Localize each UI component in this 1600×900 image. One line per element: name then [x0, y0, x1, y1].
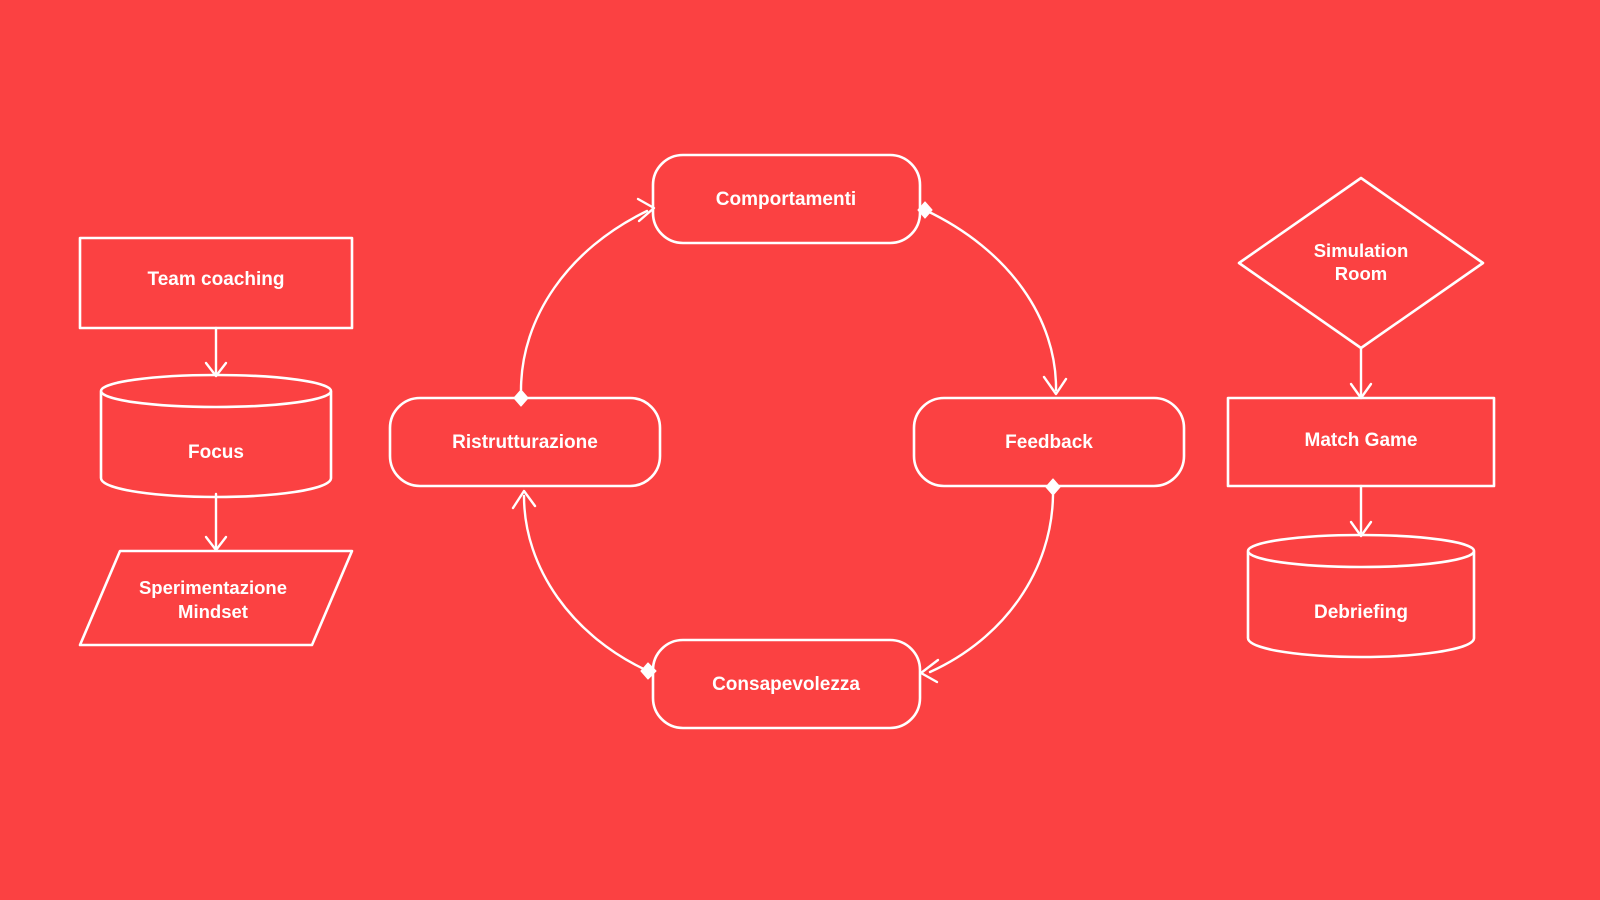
node-debriefing[interactable]: Debriefing — [1246, 533, 1476, 659]
arrow-head-icon — [511, 489, 537, 510]
consapevolezza-label: Consapevolezza — [712, 674, 860, 695]
edge-line — [928, 493, 1055, 674]
edge-ristrutturazione-to-comportamenti — [513, 197, 656, 407]
edge-consapevolezza-to-ristrutturazione — [511, 489, 657, 680]
edge-feedback-to-consapevolezza — [919, 478, 1061, 684]
left-flow-group: Team coaching Focus Sperimentazio — [78, 236, 354, 647]
sperimentazione-label-line2: Mindset — [178, 601, 248, 622]
ristrutturazione-label: Ristrutturazione — [452, 432, 598, 453]
consapevolezza-shape — [651, 638, 922, 730]
center-cycle-group: Comportamenti Feedback Consapevolezza Ri… — [388, 153, 1186, 730]
right-flow-group: Simulation Room Match Game — [1226, 176, 1496, 659]
simulation-room-label-line2: Room — [1335, 263, 1387, 284]
comportamenti-shape — [651, 153, 922, 245]
edge-comportamenti-to-feedback — [917, 201, 1068, 396]
edge-line — [923, 208, 1058, 392]
edge-simulation-room-to-match-game — [1349, 346, 1373, 400]
node-comportamenti[interactable]: Comportamenti — [651, 153, 922, 245]
sperimentazione-label-line1: Sperimentazione — [139, 577, 287, 598]
edge-focus-to-sperimentazione — [204, 492, 228, 552]
feedback-label: Feedback — [1005, 432, 1093, 453]
simulation-room-label-line1: Simulation — [1314, 240, 1409, 261]
match-game-label: Match Game — [1305, 430, 1418, 451]
node-sperimentazione-mindset[interactable]: Sperimentazione Mindset — [78, 549, 354, 647]
ristrutturazione-shape — [388, 396, 662, 488]
arrow-head-icon — [1042, 375, 1068, 396]
edge-team-coaching-to-focus — [204, 326, 228, 378]
edge-line — [522, 494, 650, 673]
edge-match-game-to-debriefing — [1349, 484, 1373, 538]
focus-top-ellipse — [99, 373, 333, 409]
team-coaching-label: Team coaching — [148, 269, 285, 290]
edge-line — [519, 209, 649, 392]
debriefing-top-ellipse — [1246, 533, 1476, 569]
node-match-game[interactable]: Match Game — [1226, 396, 1496, 488]
comportamenti-label: Comportamenti — [716, 189, 856, 210]
sperimentazione-shape — [78, 549, 354, 647]
node-feedback[interactable]: Feedback — [912, 396, 1186, 488]
node-simulation-room[interactable]: Simulation Room — [1237, 176, 1485, 350]
debriefing-body-shape — [1246, 550, 1476, 659]
node-focus[interactable]: Focus — [99, 373, 333, 499]
focus-label: Focus — [188, 442, 244, 463]
node-ristrutturazione[interactable]: Ristrutturazione — [388, 396, 662, 488]
feedback-shape — [912, 396, 1186, 488]
node-team-coaching[interactable]: Team coaching — [78, 236, 354, 330]
node-consapevolezza[interactable]: Consapevolezza — [651, 638, 922, 730]
arrow-head-icon — [636, 197, 656, 223]
debriefing-label: Debriefing — [1314, 602, 1408, 623]
